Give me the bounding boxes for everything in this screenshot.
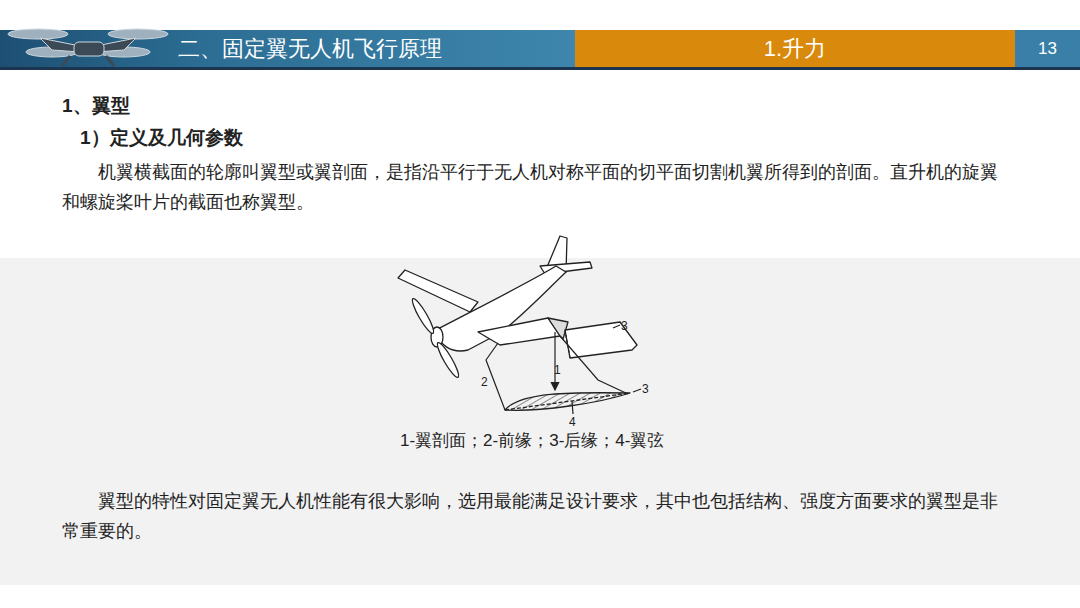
- topic-band: 1.升力: [575, 30, 1015, 67]
- drone-icon: [8, 29, 168, 66]
- page-number-box: 13: [1015, 30, 1080, 67]
- header-band: [0, 30, 575, 67]
- header-band: [575, 30, 1015, 67]
- header-rule: [0, 67, 1080, 70]
- body-paragraph: 机翼横截面的轮廓叫翼型或翼剖面，是指沿平行于无人机对称平面的切平面切割机翼所得到…: [62, 157, 1012, 217]
- body-paragraph: 翼型的特性对固定翼无人机性能有很大影响，选用最能满足设计要求，其中也包括结构、强…: [62, 486, 1012, 546]
- callout-number: 3: [642, 381, 649, 397]
- band-text: 1.升力: [764, 34, 826, 64]
- airplane-drawing: [398, 236, 637, 410]
- subsection-heading: 1）定义及几何参数: [80, 125, 580, 150]
- figure-caption: 1-翼剖面；2-前缘；3-后缘；4-翼弦: [400, 430, 664, 452]
- band-text: 二、固定翼无人机飞行原理: [178, 34, 442, 64]
- callout-number: 1: [554, 362, 561, 378]
- section-band: 二、固定翼无人机飞行原理: [0, 30, 575, 67]
- callout-number: 2: [481, 374, 488, 390]
- section-heading: 1、翼型: [62, 93, 462, 118]
- callout-number: 4: [569, 414, 576, 430]
- figure-panel: [0, 258, 1080, 585]
- leader-lines: [486, 325, 641, 414]
- callout-number: 3: [621, 318, 628, 334]
- band-text: 13: [1038, 39, 1057, 59]
- header-band: [1015, 30, 1080, 67]
